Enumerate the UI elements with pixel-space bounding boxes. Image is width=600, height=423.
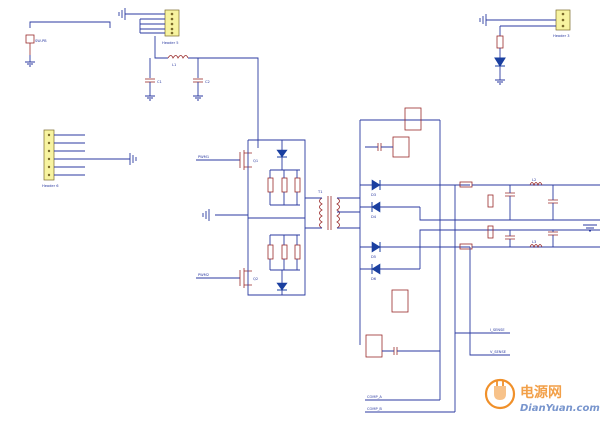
cap1-label: C1 (157, 80, 162, 84)
inductor-l1: L1 (167, 55, 189, 67)
diode-d6-label: D6 (371, 277, 377, 281)
capacitor-c1: C1 (145, 78, 162, 84)
capacitor-c2: C2 (193, 78, 210, 84)
mosfet-q1: Q1 (239, 150, 258, 170)
diode-d4-label: D4 (371, 215, 377, 219)
pwm1-label: PWM1 (198, 155, 209, 159)
snubber-top-box (365, 107, 422, 158)
watermark-title: 电源网 (520, 384, 562, 401)
diode-d4: D4 (371, 201, 381, 219)
pwm2-label: PWM2 (198, 273, 209, 277)
sense2-label: V_SENSE (490, 350, 507, 354)
comp2-label: COMP_B (367, 407, 382, 411)
mosfet1-label: Q1 (253, 159, 258, 163)
choke2-label: L3 (532, 240, 536, 244)
diode-d2 (276, 282, 288, 291)
diode-d6: D6 (371, 263, 381, 281)
mosfet-q2: Q2 (239, 268, 258, 288)
switch-label: SW-PB (35, 39, 47, 43)
choke-l2: L2 (529, 178, 543, 187)
diode-d3-label: D3 (371, 193, 376, 197)
header-top-right-connector: Header 3 (553, 9, 571, 38)
cap2-label: C2 (205, 80, 210, 84)
mosfet2-label: Q2 (253, 277, 258, 281)
led-indicator (494, 57, 506, 67)
transformer-label: T1 (317, 190, 322, 194)
snubber-lower (267, 234, 301, 271)
diode-d1 (276, 149, 288, 158)
header-top-label: Header 5 (162, 41, 179, 45)
inductor-label: L1 (172, 63, 176, 67)
choke-l3: L3 (529, 240, 543, 249)
diode-d5: D5 (371, 241, 381, 259)
header-top-right-label: Header 3 (553, 34, 570, 38)
diode-d5-label: D5 (371, 255, 376, 259)
transformer-t1: T1 (317, 190, 340, 230)
comp1-label: COMP_A (367, 395, 382, 399)
header-left-label: Header 6 (42, 184, 59, 188)
snubber-bottom-box (365, 289, 440, 358)
header-top-connector: Header 5 (162, 9, 180, 45)
watermark-logo (484, 378, 516, 410)
diode-d3: D3 (371, 179, 381, 197)
watermark-url: DianYuan.com (520, 403, 600, 414)
header-left-connector: Header 6 (42, 129, 59, 188)
choke1-label: L2 (532, 178, 536, 182)
sense1-label: I_SENSE (490, 328, 505, 332)
snubber-upper (267, 169, 301, 206)
pushbutton-switch: SW-PB (25, 34, 47, 55)
